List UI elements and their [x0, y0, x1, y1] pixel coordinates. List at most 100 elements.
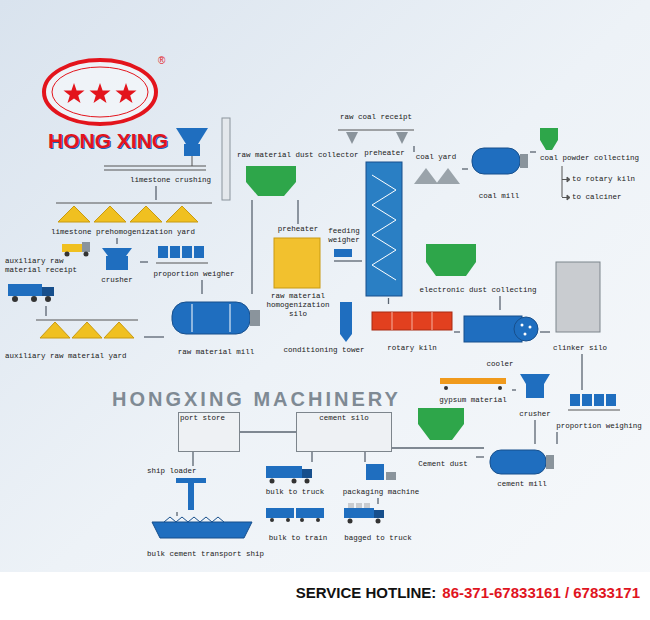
cement-dust-icon [418, 408, 464, 440]
bagged-truck-icon-part [344, 508, 374, 518]
auxiliary-piles-part [72, 322, 102, 338]
process-pipe [192, 452, 193, 466]
ship-icon [152, 517, 252, 538]
process-pipe [144, 336, 164, 337]
preheater-tower-icon [366, 162, 402, 296]
gypsum-conveyor-icon-part [444, 386, 448, 390]
process-pipe [251, 200, 252, 294]
process-pipe [540, 331, 550, 332]
registered-mark: ® [158, 55, 165, 67]
coal-receipt-icon [338, 130, 414, 144]
cement-crusher-icon-part [520, 374, 550, 384]
process-pipe [240, 431, 296, 432]
feeding-weigher-icon-part [334, 249, 352, 257]
equipment-label: raw material mill [178, 348, 255, 357]
bulk-truck-icon-part [305, 479, 310, 484]
cooler-icon-part [521, 324, 524, 327]
clinker-silo-icon [556, 262, 600, 332]
equipment-label: proportion weighing [556, 422, 642, 431]
equipment-label: limestone prehomogenization yard [51, 228, 195, 237]
rotary-kiln-icon-part [392, 312, 393, 330]
limestone-piles-part [56, 203, 212, 204]
ship-loader-icon-part [176, 478, 206, 483]
weighing-bins-part [582, 394, 592, 406]
rotary-kiln-icon-part [372, 312, 452, 330]
coal-outlet-arrows [562, 166, 570, 200]
feeding-weigher-icon [334, 249, 352, 257]
raw-mill-icon-part [230, 304, 231, 332]
equipment-node: clinker silo [550, 258, 610, 354]
coal-receipt-icon-part [346, 132, 358, 144]
weighing-bins-part [594, 394, 604, 406]
logo-emblem-part [64, 83, 85, 103]
dump-truck-part [84, 252, 89, 257]
storage-box: cement silo [296, 412, 392, 452]
rotary-kiln-icon [372, 312, 452, 330]
dump-truck-part [62, 244, 82, 252]
equipment-label: Cement dust [418, 460, 468, 469]
bagged-truck-icon-part [376, 519, 381, 524]
weighing-bins-part [606, 394, 616, 406]
process-pipe [413, 146, 414, 152]
gypsum-conveyor-icon [440, 378, 506, 390]
process-pipe [116, 238, 117, 244]
equipment-label: bulk cement transport ship [147, 550, 264, 559]
process-pipe [297, 200, 298, 224]
limestone-piles-part [130, 206, 162, 222]
process-pipe [476, 456, 484, 457]
limestone-piles-part [166, 206, 198, 222]
weigher-bins-part [194, 246, 204, 258]
truck-icon [8, 284, 54, 302]
equipment-label: bagged to truck [344, 534, 412, 543]
truck-icon-part [45, 296, 51, 302]
dump-truck [62, 242, 90, 257]
equipment-label: preheater [278, 225, 319, 234]
bagged-truck-icon-part [348, 503, 354, 508]
rotary-kiln-icon-part [432, 312, 433, 330]
storage-box: port store [178, 412, 240, 452]
train-icon-part [286, 518, 290, 522]
electronic-collector-icon-part [426, 262, 476, 276]
weigher-bins-part [158, 246, 168, 258]
coal-piles-part [414, 168, 438, 184]
bagged-truck-icon-part [374, 510, 384, 518]
process-pipe [454, 331, 460, 332]
equipment-label: coal mill [479, 192, 520, 201]
crusher-icon-part [106, 256, 128, 270]
equipment-label: coal powder collecting [540, 154, 639, 163]
equipment-label: raw coal receipt [340, 113, 412, 122]
limestone-crusher-icon-part [104, 170, 206, 171]
cement-mill-icon-part [546, 455, 554, 469]
limestone-crusher-icon-part [192, 156, 193, 166]
equipment-node: auxiliary raw material receipt [4, 256, 88, 306]
process-pipe [377, 498, 378, 504]
equipment-node: crusher [94, 244, 140, 286]
process-pipe [392, 447, 484, 448]
equipment-node: proportion weighing [554, 390, 644, 432]
raw-mill-icon-part [172, 302, 250, 334]
dust-collector-icon-part [246, 182, 296, 196]
equipment-label: ship loader [147, 467, 197, 476]
equipment-node: bulk to train [262, 504, 334, 544]
equipment-label: gypsum material [439, 396, 507, 405]
raw-mill-icon [172, 302, 260, 334]
cooler-icon [464, 316, 538, 342]
equipment-label: preheater [364, 149, 405, 158]
equipment-node: cooler [460, 310, 540, 370]
brand-name: HONG XING [48, 129, 168, 153]
equipment-node: bulk cement transport ship [146, 516, 274, 560]
equipment-label: rotary kiln [387, 344, 437, 353]
coal-receipt-icon-part [396, 132, 408, 144]
equipment-node: coal mill [468, 140, 530, 202]
chimney [222, 118, 230, 200]
cement-dust-icon-part [418, 424, 464, 440]
process-pipe [530, 151, 536, 152]
equipment-node: crusher [516, 370, 554, 420]
footer-band [0, 572, 650, 620]
train-icon-part [270, 518, 274, 522]
equipment-node: Cement dust [410, 404, 476, 470]
process-pipe [581, 354, 582, 390]
equipment-node: raw coal receipt [334, 112, 418, 146]
